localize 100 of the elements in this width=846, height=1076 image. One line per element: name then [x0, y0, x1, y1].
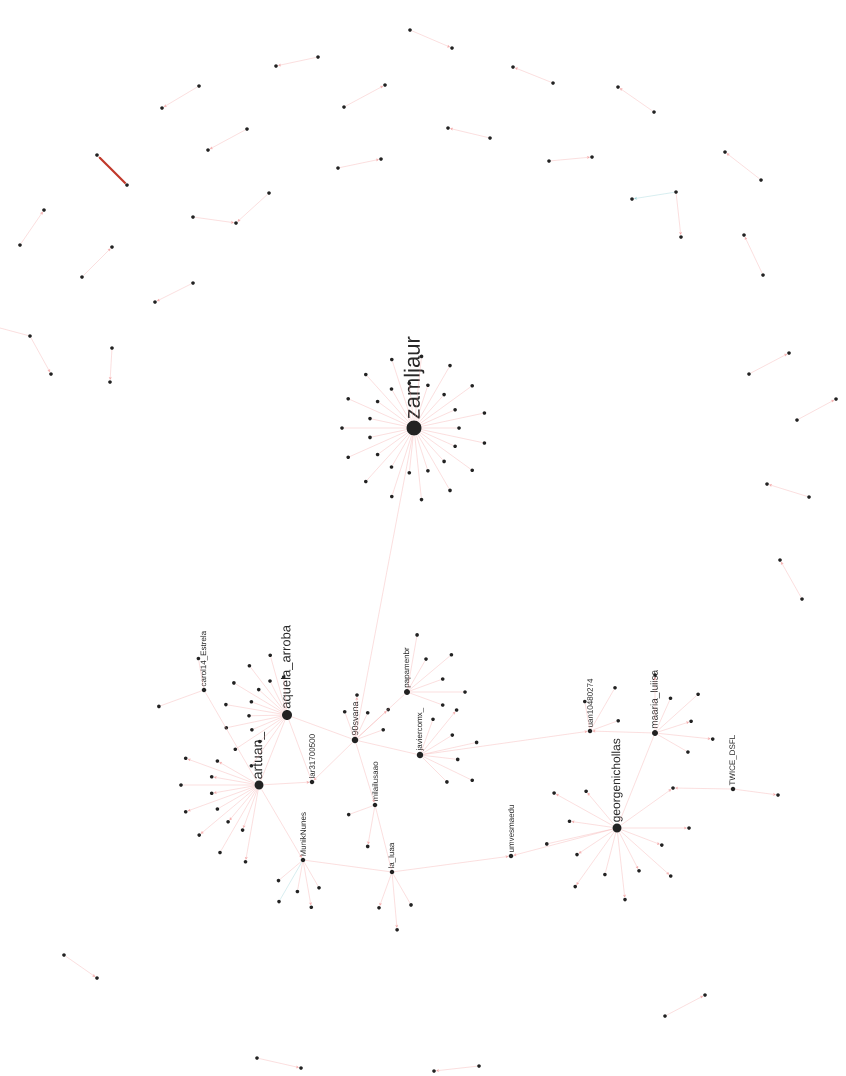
- connector-line: [420, 432, 471, 470]
- connector-line: [666, 995, 704, 1016]
- connector-line: [65, 955, 96, 977]
- connector-line: [621, 829, 660, 845]
- connector-line: [252, 719, 285, 765]
- connector-line: [556, 794, 614, 826]
- connector-line: [163, 86, 198, 107]
- connector-line: [305, 860, 390, 872]
- connector-line: [414, 435, 422, 498]
- connector-line: [417, 367, 450, 422]
- connector-line: [209, 129, 246, 150]
- connector-line: [436, 1066, 478, 1072]
- connector-line: [658, 733, 711, 740]
- connector-line: [258, 1058, 299, 1069]
- node-label: artuan_: [253, 731, 265, 779]
- node-label: 90svana: [351, 701, 359, 736]
- connector-line: [303, 862, 312, 906]
- connector-line: [20, 211, 43, 244]
- connector-line: [422, 736, 451, 754]
- connector-line: [394, 855, 509, 872]
- connector-line: [194, 217, 234, 224]
- connector-line: [288, 719, 312, 780]
- connector-line: [243, 789, 258, 828]
- connector-line: [423, 755, 456, 760]
- connector-line: [358, 740, 417, 755]
- connector-line: [421, 413, 483, 427]
- connector-line: [98, 156, 127, 185]
- connector-line: [515, 67, 552, 83]
- user-node: la_luaa: [388, 842, 396, 875]
- connector-line: [618, 735, 654, 824]
- connector-line: [379, 402, 408, 424]
- connector-line: [591, 689, 615, 730]
- connector-line: [160, 690, 202, 706]
- connector-line: [379, 432, 408, 454]
- connector-line: [657, 721, 689, 733]
- connector-line: [213, 776, 255, 785]
- connector-line: [422, 757, 446, 781]
- connector-line: [375, 807, 392, 870]
- connector-line: [0, 327, 29, 336]
- connector-line: [261, 788, 302, 858]
- user-node: TWICE_DSFL: [729, 735, 737, 792]
- user-node: papamenbr: [403, 647, 411, 695]
- connector-line: [550, 156, 590, 161]
- connector-line: [592, 729, 652, 734]
- connector-line: [253, 702, 283, 714]
- connector-line: [236, 717, 283, 749]
- connector-line: [584, 703, 590, 729]
- connector-line: [422, 711, 456, 753]
- connector-line: [218, 787, 256, 809]
- connector-line: [620, 789, 672, 826]
- user-node: javiercomx_: [416, 707, 424, 759]
- connector-line: [355, 743, 375, 803]
- connector-line: [421, 429, 483, 443]
- connector-line: [513, 829, 613, 856]
- connector-line: [619, 88, 653, 112]
- connector-line: [355, 435, 413, 737]
- connector-line: [450, 127, 489, 138]
- connector-line: [345, 713, 354, 737]
- connector-line: [409, 679, 441, 692]
- connector-line: [304, 861, 319, 887]
- user-node: 90svana: [351, 701, 359, 744]
- connector-line: [279, 861, 302, 880]
- connector-line: [414, 358, 422, 421]
- connector-line: [187, 758, 255, 784]
- connector-line: [409, 435, 414, 471]
- connector-line: [366, 375, 410, 423]
- user-node: uan10480274: [587, 678, 593, 734]
- connector-line: [423, 730, 588, 755]
- user-node: milailusaao: [372, 761, 378, 808]
- connector-line: [408, 660, 426, 690]
- connector-line: [392, 434, 411, 466]
- connector-line: [781, 561, 802, 598]
- connector-line: [617, 832, 626, 898]
- connector-line: [30, 337, 50, 373]
- connector-line: [250, 667, 285, 712]
- connector-line: [366, 433, 410, 481]
- connector-line: [409, 692, 441, 705]
- connector-line: [411, 30, 450, 48]
- connector-line: [260, 719, 286, 781]
- connector-line: [371, 429, 407, 438]
- connector-line: [657, 695, 697, 732]
- connector-line: [270, 657, 286, 711]
- connector-line: [392, 361, 412, 421]
- connector-line: [571, 820, 613, 828]
- connector-line: [350, 805, 373, 815]
- connector-line: [349, 399, 408, 426]
- connector-line: [229, 788, 257, 821]
- user-node: aquela_arroba: [280, 625, 294, 720]
- connector-line: [198, 660, 204, 688]
- connector-line: [245, 789, 259, 860]
- connector-line: [735, 789, 776, 796]
- connector-line: [339, 158, 379, 168]
- connector-line: [416, 435, 428, 470]
- connector-line: [421, 721, 433, 752]
- connector-line: [420, 410, 454, 426]
- connector-line: [420, 386, 471, 424]
- connector-line: [422, 756, 471, 780]
- connector-line: [619, 832, 639, 869]
- connector-line: [297, 862, 303, 890]
- connector-line: [417, 434, 450, 489]
